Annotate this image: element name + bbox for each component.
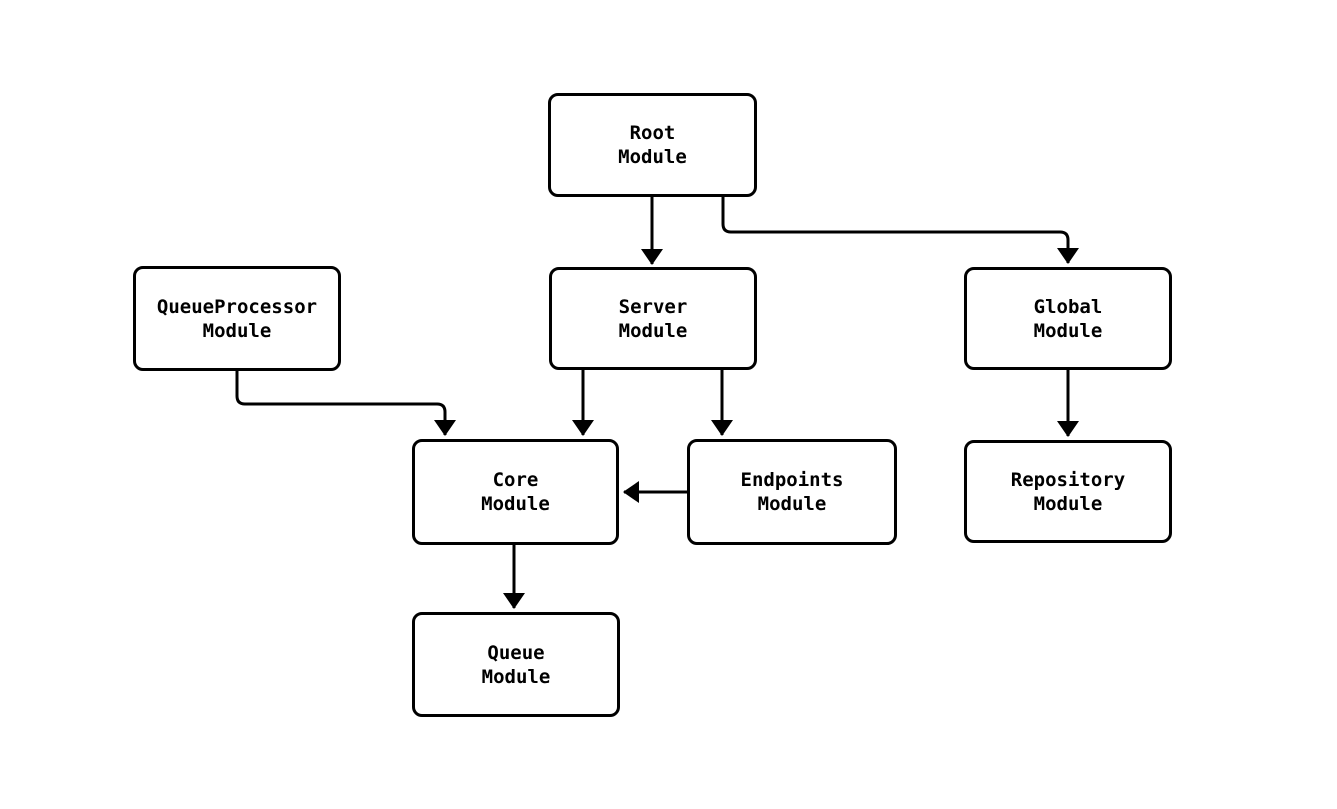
node-label-line1: Repository	[1010, 468, 1126, 491]
node-label-line2: Module	[757, 493, 827, 515]
node-label-line1: Root	[629, 122, 676, 144]
node-label-line1: Global	[1033, 295, 1103, 318]
node-label-line1: Endpoints	[740, 469, 844, 491]
node-label-line1: Server	[618, 295, 688, 318]
node-endpoints-module: Endpoints Module	[687, 439, 897, 545]
node-label-line2: Module	[618, 319, 688, 342]
node-label-line2: Module	[202, 319, 272, 342]
node-label-line2: Module	[618, 146, 687, 168]
edge-queueprocessor-to-core	[235, 371, 456, 436]
node-global-module: Global Module	[964, 267, 1172, 370]
node-label-line2: Module	[481, 665, 551, 688]
node-queueprocessor-module: QueueProcessor Module	[133, 266, 341, 371]
node-label-line1: Core	[492, 469, 539, 491]
node-root-module: Root Module	[548, 93, 757, 197]
node-repository-module: Repository Module	[964, 440, 1172, 543]
node-label-line1: Queue	[487, 641, 545, 664]
node-core-module: Core Module	[412, 439, 619, 545]
node-label-line2: Module	[1033, 492, 1103, 515]
node-label-line1: QueueProcessor	[156, 295, 318, 318]
node-server-module: Server Module	[549, 267, 757, 370]
node-label-line2: Module	[1033, 319, 1103, 342]
node-queue-module: Queue Module	[412, 612, 620, 717]
node-label-line2: Module	[481, 493, 550, 515]
edge-root-to-global	[721, 197, 1079, 264]
